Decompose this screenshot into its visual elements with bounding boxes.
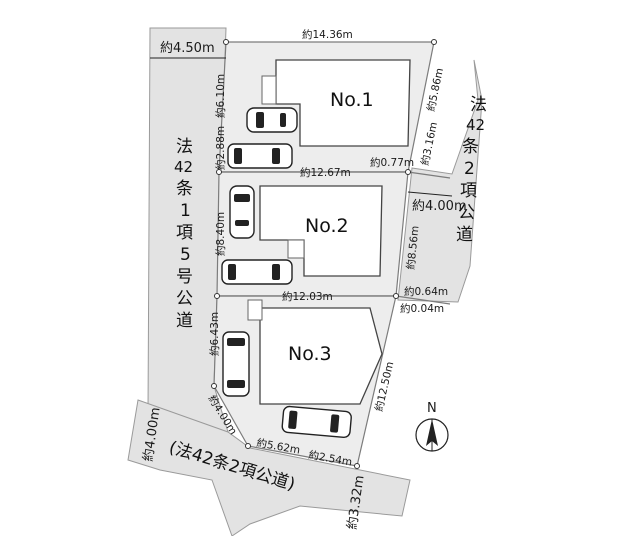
car-lot2-b [221,259,293,285]
east-road-label: 法 42 条 2 項 公 道 [456,95,487,245]
dim-lot1-west-lower: 約2.88m [214,126,227,170]
dim-div1: 約12.67m [300,166,351,179]
west-road-char: 道 [176,311,193,331]
car-lot1-b [227,143,293,169]
dim-road-west-width: 約4.50m [160,41,215,56]
dim-lot2-west: 約8.40m [214,212,227,256]
dim-road-east-width-line [407,191,453,197]
lot-3-entrance [247,299,263,321]
west-road-char: 42 [174,158,193,176]
lot-2-label: No.2 [305,215,349,237]
dim-top-edge: 約14.36m [302,28,353,41]
car-lot1-a [246,107,298,133]
lot-2-building [259,185,383,277]
east-road-char: 項 [460,181,477,201]
west-road-char: 項 [176,223,193,243]
lot-1-label: No.1 [330,89,374,111]
dim-lot1-west: 約6.10m [214,74,227,118]
west-road-label: 法 42 条 1 項 5 号 公 道 [174,137,193,331]
car-lot2-a [229,185,255,239]
west-road-char: 号 [176,267,193,287]
east-road-char: 42 [466,116,485,134]
east-road-char: 公 [458,203,475,223]
dim-div1-offset: 約0.77m [370,156,414,169]
dim-div2-offset-b: 約0.04m [400,302,444,315]
west-road-char: 法 [176,137,193,157]
lot-3-label: No.3 [288,343,332,365]
east-road [397,59,483,303]
east-road-char: 法 [470,95,487,115]
dim-div2: 約12.03m [282,290,333,303]
compass-label: N [427,401,437,416]
dim-road-east-width: 約4.00m [412,199,467,214]
dim-lot2-east: 約8.56m [404,225,422,270]
east-road-char: 条 [462,137,479,157]
east-offset-line [407,171,451,179]
car-lot3-b [281,405,352,439]
dim-lot1-east-lower: 約3.16m [418,121,440,167]
west-road-char: 1 [180,201,191,221]
east-road-char: 2 [464,159,475,179]
lot-3-building [259,307,383,405]
lot-2-entrance [287,239,305,259]
car-lot3-a [222,331,250,397]
west-road-char: 公 [176,289,193,309]
lot-1-entrance [261,75,277,105]
east-road-char: 道 [456,225,473,245]
west-road-char: 5 [180,245,191,265]
west-road-char: 条 [176,179,193,199]
dim-div2-offset-a: 約0.64m [404,285,448,298]
north-arrow-icon [415,418,449,452]
boundary-vertices [211,39,437,469]
east-offset-line-2 [395,295,451,305]
dim-lot3-west: 約6.43m [208,312,221,356]
